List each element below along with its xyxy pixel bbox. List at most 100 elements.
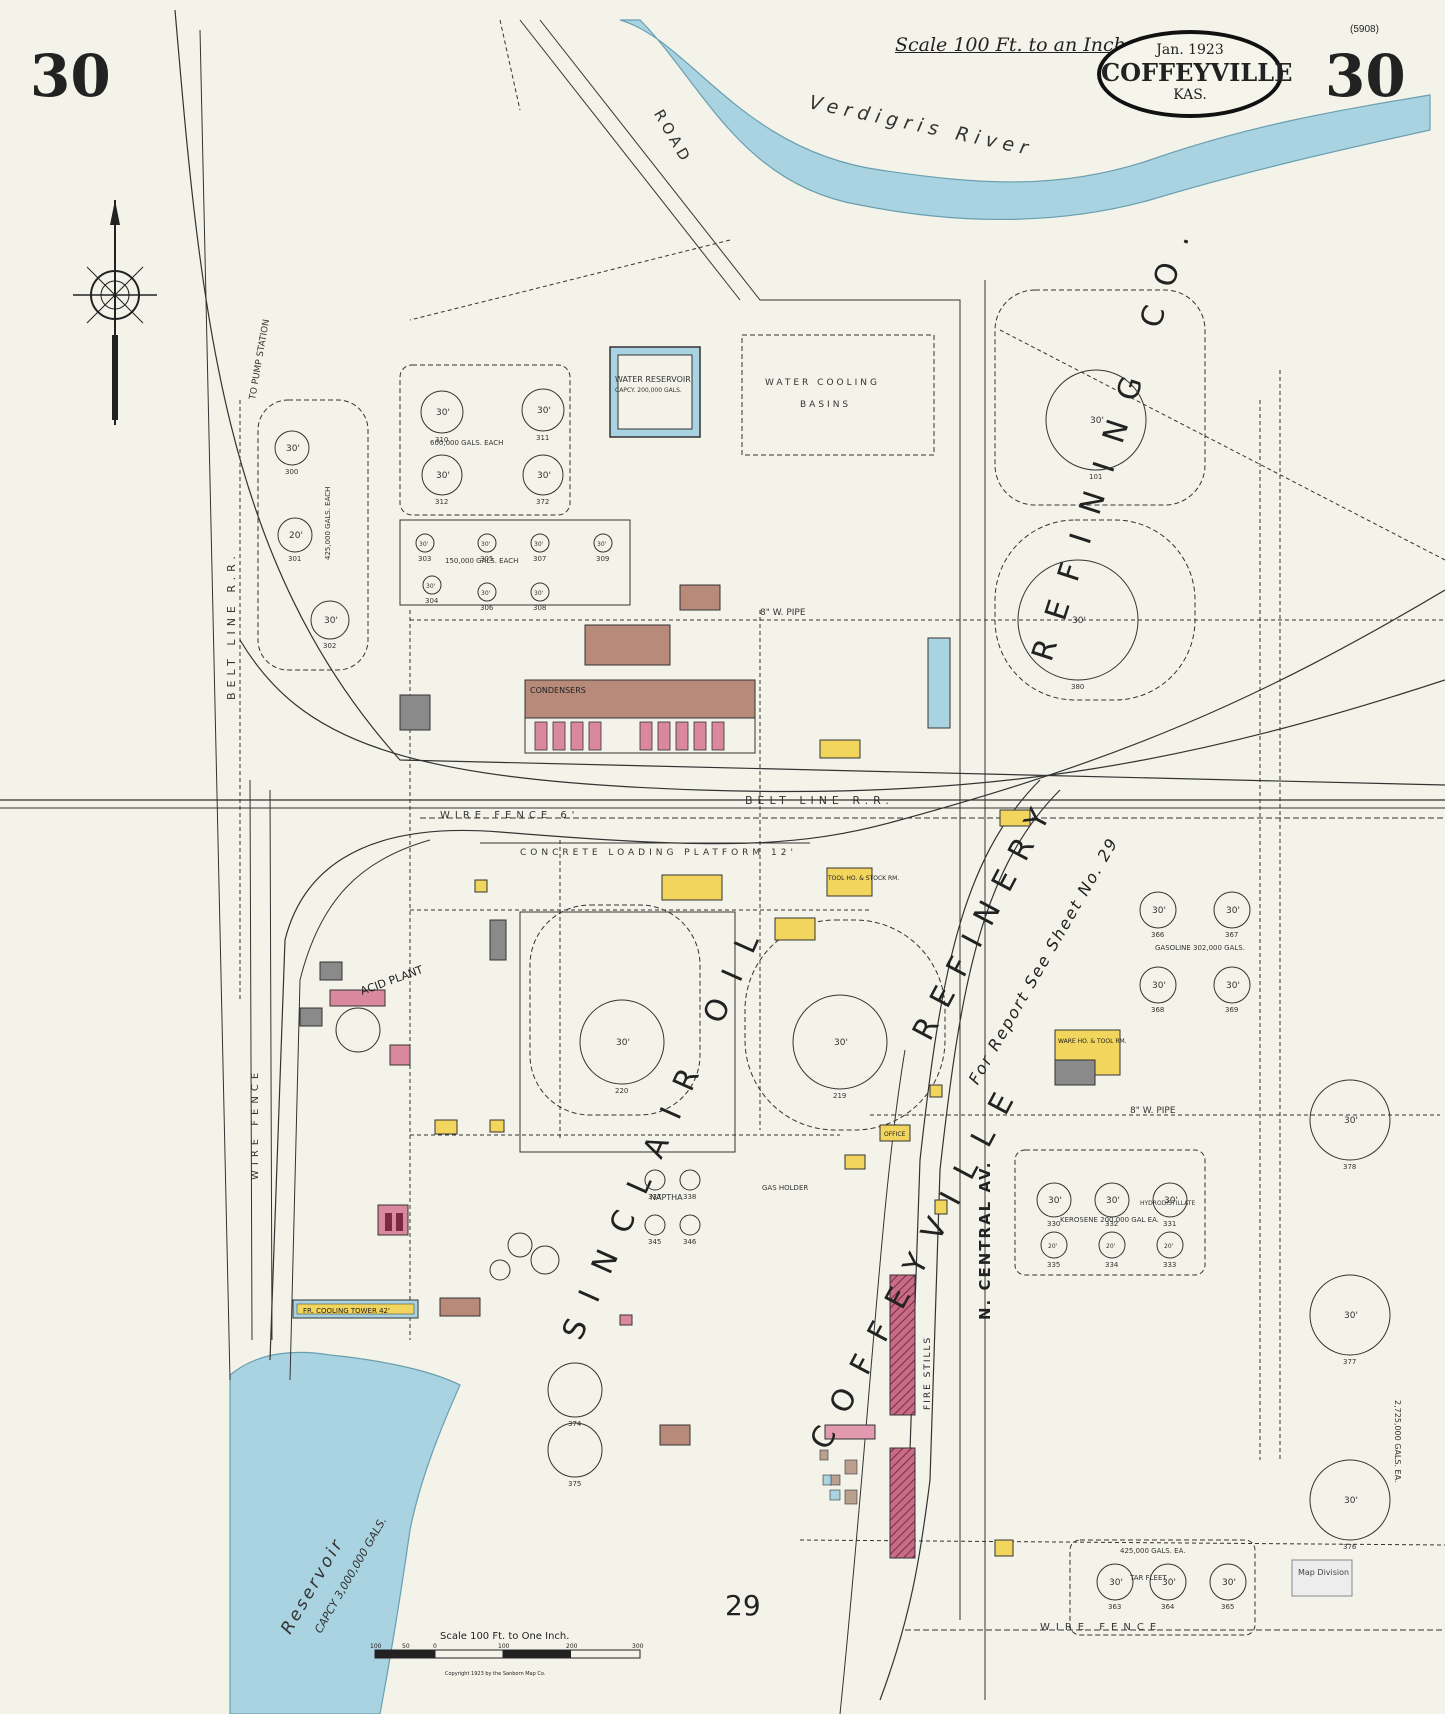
- tank-302: 30'302: [310, 600, 350, 650]
- tank-circle: [422, 575, 442, 595]
- tank-376: 30'376: [1309, 1459, 1391, 1551]
- cooling-basins: [741, 334, 935, 456]
- dike-220: [529, 904, 701, 1116]
- kerosene-group-label: KEROSENE 200,000 GAL EA.: [1060, 1216, 1159, 1224]
- dike-101: [994, 289, 1206, 506]
- river-label: Verdigris River: [807, 91, 1036, 160]
- tank-circle: [421, 454, 463, 496]
- tank-circle: [1309, 1274, 1391, 1356]
- tank-number: 219: [833, 1092, 846, 1100]
- sheet-code: (5908): [1350, 24, 1379, 35]
- tank-size: 30': [1162, 1578, 1176, 1588]
- map-date: Jan. 1923: [1156, 42, 1224, 58]
- tank-circle: [644, 1169, 666, 1191]
- tank-circle: [1139, 966, 1177, 1004]
- tank-345: 345: [644, 1214, 666, 1246]
- company-label-sinclair: SINCLAIR OIL: [556, 909, 776, 1345]
- dike-left-tanks: [257, 399, 369, 671]
- tank-number: 378: [1343, 1163, 1356, 1171]
- tank-circle: [1213, 966, 1251, 1004]
- tank-309: 30'309: [593, 533, 613, 563]
- tank-size: 30': [1344, 1496, 1358, 1506]
- tank-number: 335: [1047, 1261, 1060, 1269]
- tank-number: 346: [683, 1238, 697, 1246]
- condensers-building: [524, 679, 756, 719]
- tank-layer: 30'30020'30130'30230'31030'31130'31230'3…: [274, 369, 1391, 1611]
- pipe-label-2: 8" W. PIPE: [1130, 1106, 1176, 1116]
- tank-363: 30'363: [1096, 1563, 1134, 1611]
- loading-platform: CONCRETE LOADING PLATFORM 12': [520, 848, 797, 858]
- tank-size: 30': [1072, 616, 1086, 626]
- tank-346: 346: [679, 1214, 701, 1246]
- map-division-stamp: [1291, 1559, 1353, 1597]
- tank-369: 30'369: [1213, 966, 1251, 1014]
- warehouse-label: WARE HO. & TOOL RM.: [1058, 1038, 1127, 1045]
- tank-378: 30' 378: [1309, 1079, 1391, 1171]
- tank-circle: [679, 1214, 701, 1236]
- tank-number: 367: [1225, 931, 1238, 939]
- tank-circle: [310, 600, 350, 640]
- tank-size: 30': [1344, 1116, 1358, 1126]
- tank-lot-150: [399, 519, 631, 606]
- tank-size: 30': [1226, 981, 1240, 991]
- tank-circle: [1045, 369, 1147, 471]
- gasoline-group-label: GASOLINE 302,000 GALS.: [1155, 944, 1245, 952]
- condensers-label: CONDENSERS: [530, 686, 586, 695]
- compass-rose: [73, 200, 157, 425]
- tank-circle: [644, 1214, 666, 1236]
- tank-number: 380: [1071, 683, 1084, 691]
- tank-size: 30': [537, 471, 551, 481]
- tank-number: 305: [480, 555, 493, 563]
- dike-kerosene: [1014, 1149, 1206, 1276]
- map-division-label: Map Division: [1298, 1568, 1349, 1577]
- tank-size: 30': [426, 583, 436, 590]
- acid-plant-label: ACID PLANT: [359, 963, 425, 998]
- tank-number: 337: [648, 1193, 661, 1201]
- tank-331: 30'331: [1152, 1182, 1188, 1228]
- tank-circle: [477, 533, 497, 553]
- tank-circle: [415, 533, 435, 553]
- tank-307: 30'307: [530, 533, 550, 563]
- company-label-refining: REFINING CO.: [1025, 208, 1203, 665]
- tank-circle: [1036, 1182, 1072, 1218]
- scale-note: Scale 100 Ft. to an Inch: [895, 34, 1126, 56]
- scale-tick-3: 100: [498, 1643, 510, 1650]
- naptha-label: NAPTHA: [650, 1193, 683, 1202]
- reservoir-water: [229, 1351, 461, 1714]
- tank-size: 30': [616, 1038, 630, 1048]
- tank-number: 372: [536, 498, 549, 506]
- scale-tick-2: 0: [433, 1643, 437, 1650]
- tank-number: 374: [568, 1420, 582, 1428]
- north-central-label: N. CENTRAL AV.: [976, 1161, 994, 1320]
- tank-number: 302: [323, 642, 336, 650]
- tank-size: 20': [289, 531, 303, 541]
- tank-number: 363: [1108, 1603, 1121, 1611]
- tank-circle: [547, 1362, 603, 1418]
- tank-number: 377: [1343, 1358, 1356, 1366]
- scale-bar-title: Scale 100 Ft. to One Inch.: [440, 1631, 569, 1642]
- tank-circle: [1213, 891, 1251, 929]
- tank-size: 30': [436, 408, 450, 418]
- tank-306: 30'306: [477, 582, 497, 612]
- tank-377: 30'377: [1309, 1274, 1391, 1366]
- copyright-label: Copyright 1923 by the Sanborn Map Co.: [445, 1671, 546, 1677]
- tank-number: 345: [648, 1238, 661, 1246]
- tank-circle: [1149, 1563, 1187, 1601]
- tank-circle: [1156, 1231, 1184, 1259]
- title-cartouche: Jan. 1923 COFFEYVILLE KAS.: [1097, 30, 1292, 118]
- tank-364: 30'364: [1149, 1563, 1187, 1611]
- tank-circle: [1152, 1182, 1188, 1218]
- tank-number: 306: [480, 604, 494, 612]
- crude-lot: [519, 911, 736, 1153]
- tank-301: 20'301: [277, 517, 313, 563]
- water-reservoir-cap: CAPCY. 200,000 GALS.: [615, 387, 682, 394]
- cooling-tower-label: FR. COOLING TOWER 42': [303, 1307, 390, 1315]
- cooling-basins-label-1: WATER COOLING: [765, 378, 880, 388]
- rail-curve-north: [174, 9, 1445, 786]
- tank-circle: [420, 390, 464, 434]
- group-150-label: 150,000 GALS. EACH: [445, 557, 518, 565]
- tank-size: 30': [286, 444, 300, 454]
- scale-tick-5: 300: [632, 1643, 644, 1650]
- tank-368: 30'368: [1139, 966, 1177, 1014]
- company-label-coffeyville: COFFEYVILLE: [804, 1070, 1031, 1456]
